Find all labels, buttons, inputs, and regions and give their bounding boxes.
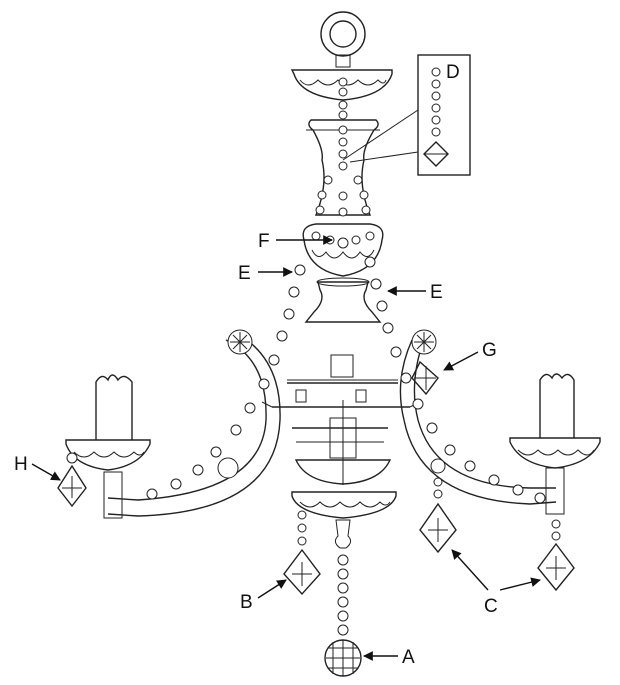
pendant-b bbox=[283, 510, 321, 596]
svg-text:D: D bbox=[446, 62, 460, 83]
svg-text:F: F bbox=[258, 231, 270, 252]
label-g: G bbox=[443, 340, 497, 371]
label-h: H bbox=[14, 454, 61, 481]
bead-chain-right-swag bbox=[364, 256, 546, 504]
top-canopy-cup bbox=[290, 69, 393, 101]
label-d: D bbox=[446, 62, 460, 83]
left-candle-cup bbox=[65, 374, 151, 471]
svg-text:H: H bbox=[14, 454, 28, 475]
label-e-right: E bbox=[387, 282, 443, 303]
svg-text:G: G bbox=[482, 340, 497, 361]
label-e-left: E bbox=[238, 263, 293, 284]
bead-chain-top bbox=[315, 77, 371, 217]
ball-pendant-a bbox=[324, 639, 362, 677]
label-f: F bbox=[258, 231, 333, 252]
pendant-g bbox=[411, 360, 439, 396]
left-arm bbox=[103, 329, 281, 519]
bead-chain-left-swag bbox=[146, 264, 306, 500]
bottom-finial-rod bbox=[334, 519, 352, 549]
pendant-c-right bbox=[537, 519, 575, 592]
bead-chain-center-drop bbox=[337, 554, 349, 636]
pendant-h bbox=[57, 452, 87, 508]
label-a: A bbox=[363, 647, 415, 668]
svg-text:B: B bbox=[240, 592, 253, 613]
svg-text:A: A bbox=[402, 647, 415, 668]
detail-inset-d bbox=[342, 54, 471, 176]
label-b: B bbox=[240, 579, 287, 613]
svg-text:E: E bbox=[430, 282, 443, 303]
pendant-c-left bbox=[419, 458, 457, 554]
mounting-hardware bbox=[261, 354, 421, 519]
svg-text:E: E bbox=[238, 263, 251, 284]
hanging-ring bbox=[320, 11, 366, 68]
right-candle-cup bbox=[509, 373, 601, 469]
svg-text:C: C bbox=[484, 596, 498, 617]
label-c: C bbox=[451, 549, 541, 617]
